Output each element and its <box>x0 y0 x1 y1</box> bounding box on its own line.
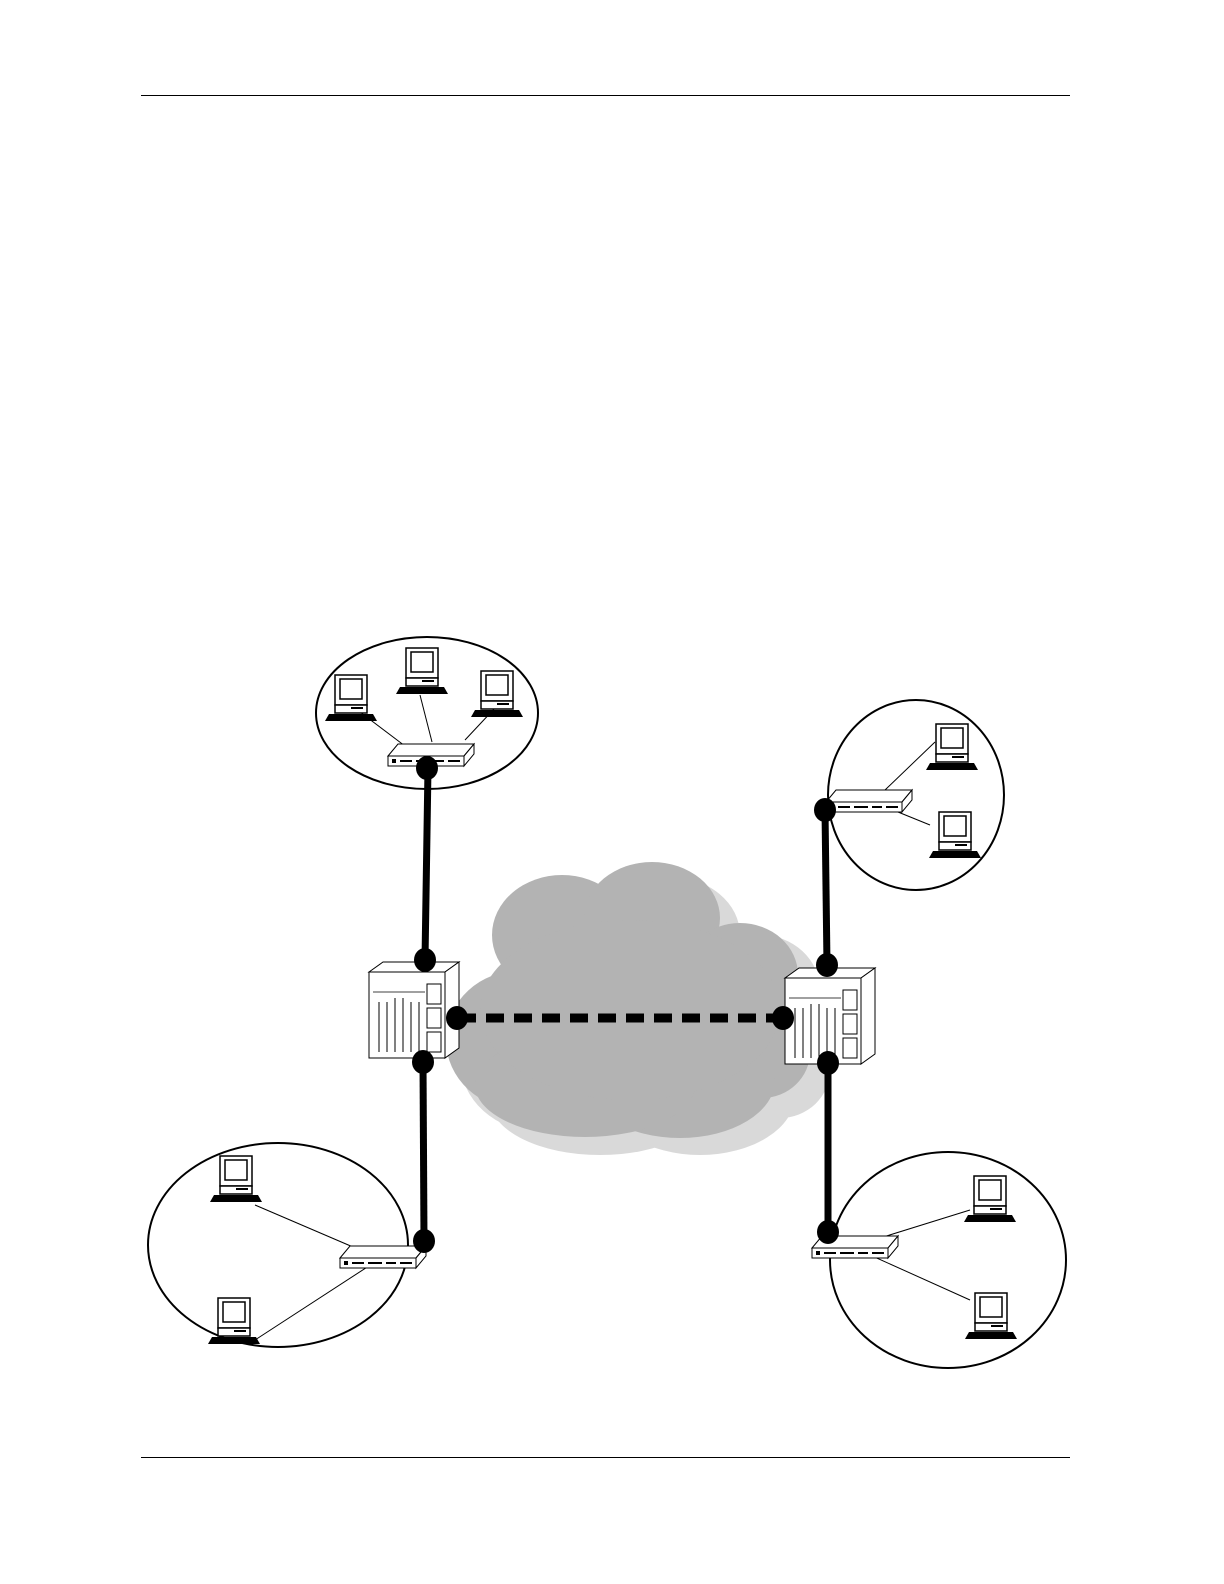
site-bottom-left-boundary <box>148 1143 408 1347</box>
hub-icon <box>340 1246 426 1268</box>
workstation-icon <box>964 1176 1016 1222</box>
workstation-icon <box>208 1298 260 1344</box>
workstation-icon <box>965 1293 1017 1339</box>
workstation-icon <box>471 671 523 717</box>
site-bottom-right-boundary <box>830 1152 1066 1368</box>
chassis-switch-icon <box>369 962 459 1058</box>
chassis-switch-icon <box>785 968 875 1064</box>
workstation-icon <box>926 724 978 770</box>
workstation-icon <box>325 675 377 721</box>
cloud-network-icon <box>446 862 830 1155</box>
hub-icon <box>826 790 912 812</box>
workstation-icon <box>210 1156 262 1202</box>
workstation-icon <box>929 812 981 858</box>
workstation-icon <box>396 648 448 694</box>
